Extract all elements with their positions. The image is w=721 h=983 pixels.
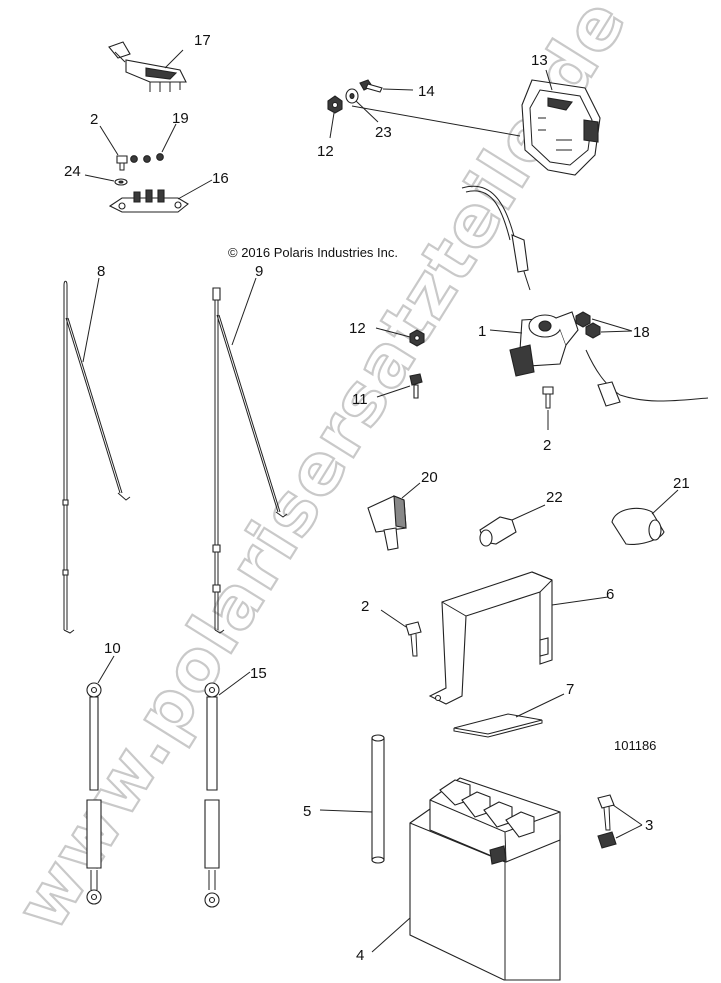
callout-2-top: 2 <box>90 111 98 128</box>
part-17-fuse-cover <box>108 41 187 92</box>
callout-13: 13 <box>531 52 548 69</box>
part-16-fuse-block <box>108 189 189 213</box>
part-18-nuts <box>575 311 601 339</box>
part-11-bolt <box>409 373 423 399</box>
callout-3: 3 <box>645 817 653 834</box>
callout-12-top: 12 <box>317 143 334 160</box>
callout-4: 4 <box>356 947 364 964</box>
callout-18: 18 <box>633 324 650 341</box>
part-21-terminal-boot <box>611 507 665 545</box>
part-13-module <box>521 79 601 176</box>
callout-8: 8 <box>97 263 105 280</box>
callout-20: 20 <box>421 469 438 486</box>
part-12-nut-lower <box>409 329 425 347</box>
part-12-nut-top <box>327 95 343 114</box>
part-19-nuts <box>130 153 164 163</box>
callout-5: 5 <box>303 803 311 820</box>
part-15-cable <box>204 682 220 908</box>
callout-6: 6 <box>606 586 614 603</box>
part-10-cable <box>86 682 102 905</box>
callout-9: 9 <box>255 263 263 280</box>
part-1-solenoid <box>461 185 709 407</box>
callout-22: 22 <box>546 489 563 506</box>
part-9-cable <box>212 287 288 634</box>
callout-7: 7 <box>566 681 574 698</box>
part-8-cable <box>62 280 131 634</box>
part-4-battery <box>409 777 561 981</box>
part-14-bolt <box>359 79 383 93</box>
part-6-strap-bracket <box>428 571 553 705</box>
part-24-washer <box>114 178 128 186</box>
callout-11: 11 <box>352 391 368 408</box>
callout-2-lower: 2 <box>361 598 369 615</box>
callout-23: 23 <box>375 124 392 141</box>
callout-19: 19 <box>172 110 189 127</box>
callout-2-middle: 2 <box>543 437 551 454</box>
copyright-text: © 2016 Polaris Industries Inc. <box>228 245 398 260</box>
part-2-screw-top-left <box>116 155 128 171</box>
part-20-terminal-boot <box>367 495 407 551</box>
part-23-washer <box>345 88 359 104</box>
callout-16: 16 <box>212 170 229 187</box>
part-7-pad <box>453 713 543 738</box>
callout-1: 1 <box>478 323 486 340</box>
callout-21: 21 <box>673 475 690 492</box>
callout-24: 24 <box>64 163 81 180</box>
callout-12-lower: 12 <box>349 320 366 337</box>
callout-10: 10 <box>104 640 121 657</box>
diagram-reference-number: 101186 <box>614 738 656 753</box>
part-5-vent-tube <box>371 734 385 864</box>
part-2-bolt-lower <box>405 621 422 657</box>
callout-14: 14 <box>418 83 435 100</box>
callout-15: 15 <box>250 665 267 682</box>
part-3-bolt-and-nut <box>597 794 617 849</box>
callout-17: 17 <box>194 32 211 49</box>
part-2-bolt-middle <box>542 386 554 409</box>
part-22-terminal-boot <box>479 516 517 547</box>
